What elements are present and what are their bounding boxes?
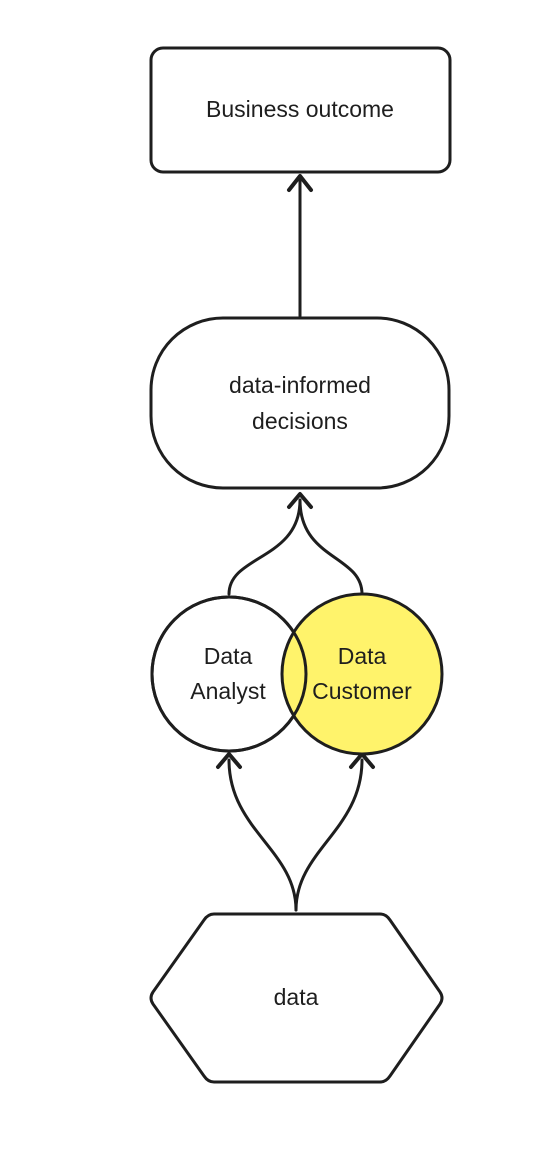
data-hexagon xyxy=(149,912,444,1084)
business-outcome-label: Business outcome xyxy=(206,96,394,122)
connector-data-to-analyst xyxy=(227,758,298,912)
connectors xyxy=(216,174,375,912)
data-analyst-outline xyxy=(150,595,308,753)
decisions-label-line2: decisions xyxy=(252,408,348,434)
decisions-box xyxy=(149,316,451,490)
data-customer-circle xyxy=(280,592,444,756)
data-label: data xyxy=(274,984,319,1010)
connector-data-to-customer xyxy=(294,758,364,912)
business-outcome-box xyxy=(149,46,452,174)
data-customer-label-line1: Data xyxy=(338,643,387,669)
decisions-label-line1: data-informed xyxy=(229,372,371,398)
node-data-informed-decisions[interactable]: data-informed decisions xyxy=(149,316,451,490)
node-business-outcome[interactable]: Business outcome xyxy=(149,46,452,174)
node-data-customer[interactable] xyxy=(280,592,444,756)
data-customer-label-line2: Customer xyxy=(312,678,412,704)
connector-customer-to-decisions xyxy=(298,498,364,596)
arrowhead-analyst xyxy=(216,752,242,769)
connector-analyst-to-decisions xyxy=(227,498,302,596)
arrowhead-outcome xyxy=(287,174,313,192)
arrowhead-decisions xyxy=(287,492,313,509)
node-data[interactable]: data xyxy=(149,912,444,1084)
data-analyst-label-line2: Analyst xyxy=(190,678,266,704)
data-analyst-label-line1: Data xyxy=(204,643,253,669)
